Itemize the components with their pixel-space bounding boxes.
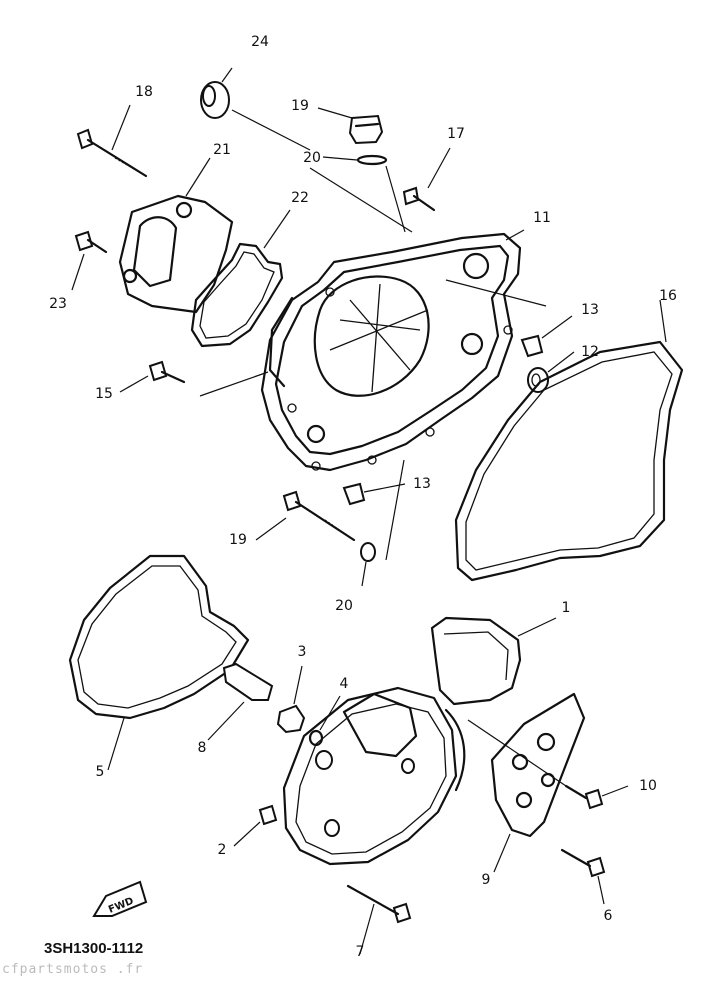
watermark: cfpartsmotos .fr xyxy=(2,962,144,977)
part-1-cover-plate xyxy=(430,616,557,706)
callout-4: 4 xyxy=(339,676,349,692)
part-19-bolt xyxy=(76,104,148,178)
callout-22: 21 xyxy=(213,142,231,158)
callout-21: 20 xyxy=(335,598,353,614)
part-16-o-ring xyxy=(231,109,413,233)
part-12-seal xyxy=(527,351,575,393)
callout-6: 6 xyxy=(603,908,613,924)
callout-10: 10 xyxy=(639,778,657,794)
part-11-crankcase-cover xyxy=(260,229,547,472)
callout-24: 23 xyxy=(49,296,67,312)
part-9-bracket xyxy=(490,692,586,873)
callout-9: 9 xyxy=(481,872,491,888)
callout-8: 8 xyxy=(197,740,207,756)
part-18-bolt xyxy=(402,147,451,212)
fwd-arrow-icon xyxy=(92,880,148,917)
part-25-oil-seal xyxy=(200,67,233,119)
callout-20: 19 xyxy=(229,532,247,548)
callout-25: 24 xyxy=(251,34,269,50)
callout-23: 22 xyxy=(291,190,309,206)
part-3-plug xyxy=(276,665,306,734)
callout-1: 1 xyxy=(561,600,571,616)
callout-3: 3 xyxy=(297,644,307,660)
part-4-o-ring xyxy=(308,695,341,747)
callout-2: 2 xyxy=(217,842,227,858)
callout-17: 15 xyxy=(95,386,113,402)
callout-7: 7 xyxy=(355,944,365,960)
part-2-dowel xyxy=(233,804,278,847)
part-8-damper xyxy=(207,662,274,741)
part-13-dowel-pin xyxy=(520,315,573,358)
callout-12: 12 xyxy=(581,344,599,360)
part-22-pump-cover xyxy=(118,157,234,314)
callout-13-upper: 13 xyxy=(581,302,599,318)
part-13-dowel-pin-lower xyxy=(342,482,406,506)
callout-16: 20 xyxy=(303,150,321,166)
callout-19: 18 xyxy=(135,84,153,100)
callout-15: 19 xyxy=(291,98,309,114)
callout-18: 17 xyxy=(447,126,465,142)
diagram-code: 3SH1300-1112 xyxy=(44,940,144,957)
callout-11: 11 xyxy=(533,210,551,226)
callout-5: 5 xyxy=(95,764,105,780)
part-17-bolt xyxy=(119,360,269,397)
part-6-bolt xyxy=(560,848,606,905)
part-24-bolt xyxy=(71,230,108,291)
part-15-filler-plug xyxy=(317,107,384,145)
part-10-bolt xyxy=(467,719,629,810)
part-7-bolt xyxy=(346,884,412,955)
part-23-gasket xyxy=(190,209,291,348)
part-20-bolt xyxy=(255,490,356,542)
callout-13-lower: 13 xyxy=(413,476,431,492)
part-5-gasket xyxy=(68,554,250,771)
part-14-gasket xyxy=(454,299,684,582)
magneto-cover-assembly xyxy=(282,686,466,866)
part-21-washer xyxy=(360,459,405,587)
callout-14: 16 xyxy=(659,288,677,304)
